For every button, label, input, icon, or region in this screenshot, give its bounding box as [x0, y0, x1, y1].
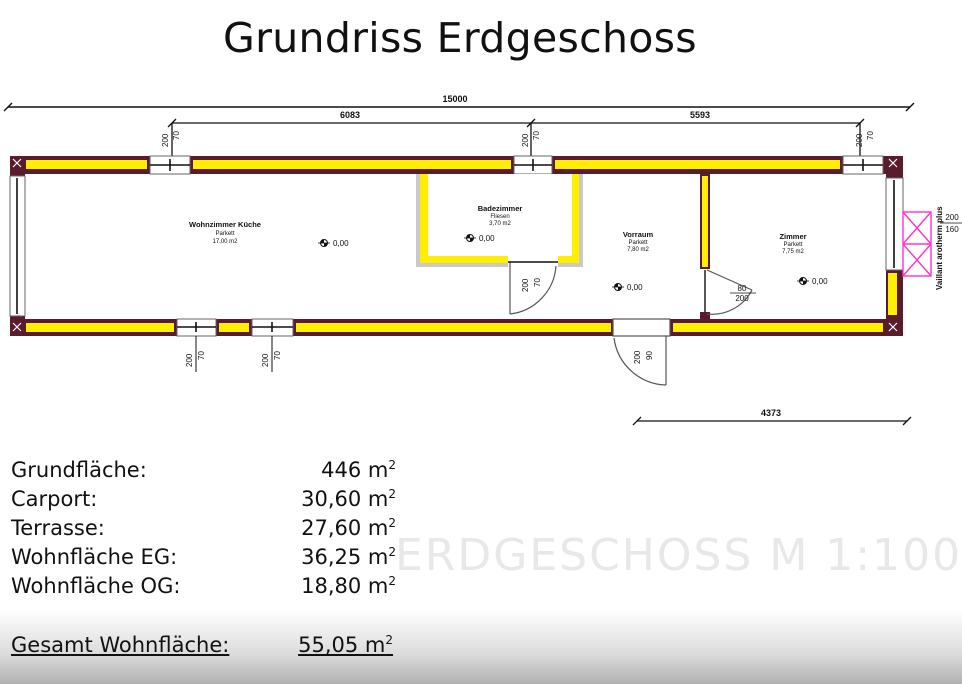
room-zimmer-area: 7,75 m2	[782, 249, 804, 255]
room-badezimmer-floor: Fliesen	[490, 214, 509, 220]
corner-markers	[12, 158, 898, 332]
room-wohnzimmer-name: Wohnzimmer Küche	[189, 220, 261, 229]
dim-right-span: 5593	[690, 110, 710, 120]
room-vorraum-area: 7,80 m2	[627, 247, 649, 253]
level-marker-icon	[318, 239, 330, 247]
room-vorraum-level: 0,00	[627, 283, 643, 292]
dimension-bottom-right	[632, 416, 912, 426]
dimension-total	[3, 102, 915, 112]
room-zimmer: Zimmer Parkett 7,75 m2 0,00	[779, 232, 828, 286]
room-vorraum: Vorraum Parkett 7,80 m2 0,00	[612, 230, 653, 292]
room-vorraum-name: Vorraum	[623, 230, 654, 239]
level-marker-icon	[612, 283, 624, 291]
stat-label: Terrasse:	[11, 516, 105, 540]
dim-side-160: 160	[945, 225, 959, 234]
stat-row-terrasse: Terrasse: 27,60 m2	[11, 516, 396, 545]
entrance-door	[612, 318, 671, 386]
bottom-fade	[0, 610, 962, 684]
room-badezimmer-level: 0,00	[479, 234, 495, 243]
heat-pump-label: Vaillant arotherm plus	[935, 206, 944, 290]
dim-bath-door-h: 200	[521, 278, 530, 292]
dim-bottom-right-label: 4373	[761, 408, 781, 418]
dim-entrance-w: 90	[645, 351, 654, 360]
stat-row-grundflaeche: Grundfläche: 446 m2	[11, 458, 396, 487]
room-wohnzimmer-area: 17,00 m2	[212, 239, 238, 245]
dim-bot1-h: 200	[185, 353, 194, 367]
dim-door-80: 80	[738, 284, 747, 293]
room-zimmer-name: Zimmer	[779, 232, 806, 241]
dim-entrance-h: 200	[633, 350, 642, 364]
dim-bath-door-w: 70	[533, 278, 542, 287]
dim-top2-h: 200	[521, 133, 530, 147]
dim-top2-w: 70	[532, 131, 541, 140]
dim-bot2-w: 70	[273, 351, 282, 360]
dim-top3-h: 200	[855, 133, 864, 147]
stat-value: 18,80 m2	[301, 574, 396, 598]
room-badezimmer-area: 3,70 m2	[489, 221, 511, 227]
page-title: Grundriss Erdgeschoss	[223, 14, 697, 62]
level-marker-icon	[464, 234, 476, 242]
room-vorraum-floor: Parkett	[628, 240, 647, 246]
stat-label: Carport:	[11, 487, 98, 511]
insulation-strips	[26, 160, 897, 332]
dim-top1-w: 70	[172, 131, 181, 140]
bathroom-walls	[416, 174, 583, 267]
window-sashes	[16, 159, 895, 332]
dim-bot2-h: 200	[261, 353, 270, 367]
room-zimmer-level: 0,00	[812, 277, 828, 286]
stat-label: Wohnfläche EG:	[11, 545, 178, 569]
room-badezimmer-name: Badezimmer	[478, 204, 523, 213]
dim-left-span: 6083	[340, 110, 360, 120]
total-value: 55,05 m2	[298, 633, 393, 657]
dim-top1-h: 200	[161, 133, 170, 147]
dim-total-label: 15000	[442, 94, 467, 104]
dim-door-200: 200	[735, 294, 749, 303]
room-wohnzimmer-floor: Parkett	[215, 231, 234, 237]
interior-door	[704, 269, 753, 315]
stat-value: 36,25 m2	[301, 545, 396, 569]
room-zimmer-floor: Parkett	[783, 242, 802, 248]
stat-value: 27,60 m2	[301, 516, 396, 540]
total-living-area: Gesamt Wohnfläche: 55,05 m2	[11, 633, 396, 663]
stat-label: Grundfläche:	[11, 458, 147, 482]
room-badezimmer: Badezimmer Fliesen 3,70 m2 0,00	[464, 204, 522, 243]
area-stats: Grundfläche: 446 m2 Carport: 30,60 m2 Te…	[11, 458, 396, 603]
dim-top3-w: 70	[866, 131, 875, 140]
dim-bot1-w: 70	[197, 351, 206, 360]
watermark-text: ERDGESCHOSS M 1:100	[395, 530, 962, 581]
floor-plan: 15000 6083 5593 200 70 200 70 200 70	[3, 94, 962, 426]
room-wohnzimmer-level: 0,00	[333, 239, 349, 248]
stat-row-wohnflaeche-og: Wohnfläche OG: 18,80 m2	[11, 574, 396, 603]
stat-value: 30,60 m2	[301, 487, 396, 511]
stat-label: Wohnfläche OG:	[11, 574, 181, 598]
total-label: Gesamt Wohnfläche:	[11, 633, 230, 657]
interior-wall	[700, 174, 710, 319]
dim-side-200: 200	[945, 213, 959, 222]
bathroom-door	[508, 261, 558, 315]
stat-row-carport: Carport: 30,60 m2	[11, 487, 396, 516]
level-marker-icon	[797, 277, 809, 285]
stat-row-wohnflaeche-eg: Wohnfläche EG: 36,25 m2	[11, 545, 396, 574]
heat-pump-unit	[902, 211, 932, 277]
room-wohnzimmer: Wohnzimmer Küche Parkett 17,00 m2 0,00	[189, 220, 349, 248]
stat-value: 446 m2	[321, 458, 396, 482]
